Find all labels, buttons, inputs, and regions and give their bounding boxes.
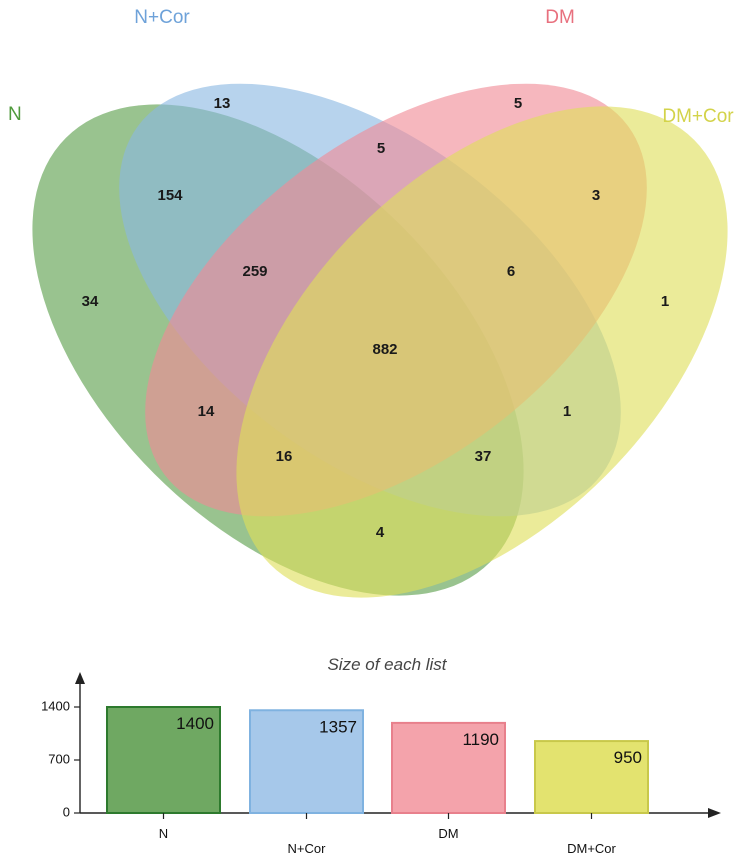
venn-count-n-plus-cor-and-dm-and-dm-plus-cor: 6 xyxy=(507,263,515,280)
venn-set-label-dm: DM xyxy=(545,7,575,28)
bar-dm xyxy=(391,721,506,815)
bar-value-label-dm: 1190 xyxy=(462,730,499,749)
venn-count-dm-plus-cor: 1 xyxy=(661,293,669,310)
bar-n-plus-cor xyxy=(249,709,364,815)
venn-count-dm: 5 xyxy=(514,95,522,112)
y-tick-label-0: 0 xyxy=(63,804,70,819)
bar-n xyxy=(106,706,221,814)
x-tick-label-dm-plus-cor: DM+Cor xyxy=(567,841,616,856)
venn-count-n-plus-cor-and-dm-plus-cor: 1 xyxy=(563,403,571,420)
bar-value-label-n-plus-cor: 1357 xyxy=(319,717,357,736)
y-tick-label-1400: 1400 xyxy=(41,698,70,713)
bar-value-label-dm-plus-cor: 950 xyxy=(614,748,642,767)
bar-value-label-n: 1400 xyxy=(176,714,214,733)
venn-set-label-n: N xyxy=(8,104,22,125)
bar-chart-title: Size of each list xyxy=(327,655,447,674)
venn-count-n-and-dm: 14 xyxy=(198,403,215,420)
venn-count-n-and-dm-plus-cor: 4 xyxy=(376,524,385,541)
venn-count-n-plus-cor: 13 xyxy=(214,95,231,112)
y-tick-label-700: 700 xyxy=(48,751,70,766)
x-tick-label-n: N xyxy=(159,826,168,841)
x-axis-arrow-icon xyxy=(708,808,721,818)
venn-count-n-and-dm-and-dm-plus-cor: 16 xyxy=(276,448,293,465)
venn-count-n-and-n-plus-cor-and-dm-and-dm-plus-cor: 882 xyxy=(372,341,397,358)
venn-count-dm-and-dm-plus-cor: 3 xyxy=(592,187,600,204)
venn-set-dm-plus-cor-ellipse xyxy=(236,106,728,598)
venn-count-n: 34 xyxy=(82,293,99,310)
y-axis-arrow-icon xyxy=(75,672,85,684)
venn-count-n-and-n-plus-cor-and-dm-plus-cor: 37 xyxy=(475,448,492,465)
x-tick-label-dm: DM xyxy=(438,826,458,841)
venn-count-n-and-n-plus-cor: 154 xyxy=(157,187,183,204)
venn-set-label-n-plus-cor: N+Cor xyxy=(134,7,190,28)
x-tick-label-n-plus-cor: N+Cor xyxy=(288,841,327,856)
venn-count-n-and-n-plus-cor-and-dm: 259 xyxy=(242,263,267,280)
venn-set-label-dm-plus-cor: DM+Cor xyxy=(662,106,734,127)
venn-diagram: N N+Cor DM DM+Cor 13 5 5 154 3 259 6 34 1 882 14 1 16 37 4 xyxy=(8,7,734,598)
venn-count-n-plus-cor-and-dm: 5 xyxy=(377,140,385,157)
